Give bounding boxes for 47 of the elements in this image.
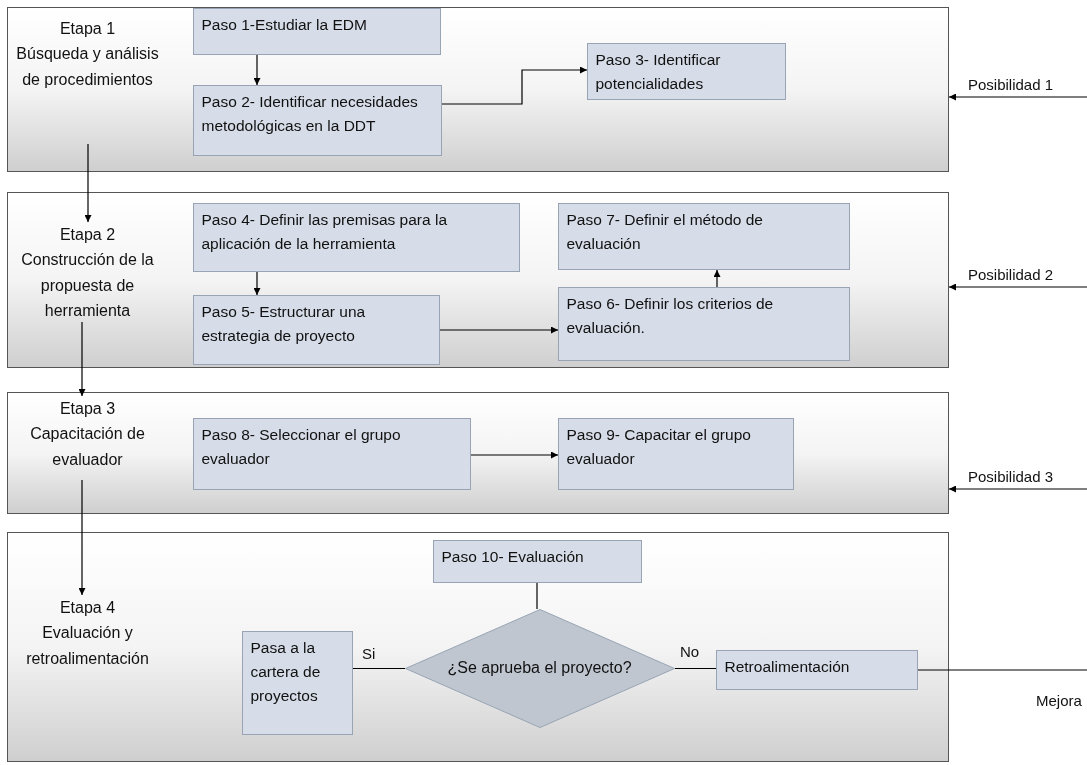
arrow bbox=[948, 283, 1087, 291]
arrow bbox=[253, 54, 261, 86]
stage-band bbox=[7, 192, 949, 368]
arrow bbox=[84, 143, 92, 223]
connector-line bbox=[674, 667, 717, 670]
stage-title: Construcción de la propuesta de herramienta bbox=[20, 250, 155, 322]
process-box: Pasa a la cartera de proyectos bbox=[241, 630, 353, 735]
arrow bbox=[441, 66, 588, 105]
arrow bbox=[948, 93, 1087, 101]
arrow bbox=[439, 326, 559, 334]
arrow bbox=[78, 321, 86, 397]
decision-diamond: ¿Se aprueba el proyecto? bbox=[404, 608, 675, 728]
arrow bbox=[253, 271, 261, 296]
process-box: Paso 6- Definir los criterios de evaluación. bbox=[557, 286, 850, 361]
arrow bbox=[948, 485, 1087, 493]
arrow bbox=[713, 269, 721, 288]
edge-label: Posibilidad 3 bbox=[968, 468, 1054, 485]
process-box: Paso 4- Definir las premisas para la aplicación de la herramienta bbox=[192, 202, 520, 272]
arrow bbox=[470, 451, 559, 459]
process-box: Paso 5- Estructurar una estrategia de proyecto bbox=[192, 294, 440, 365]
connector-line bbox=[352, 667, 406, 670]
process-box: Paso 8- Seleccionar el grupo evaluador bbox=[192, 417, 471, 490]
stage-title: Evaluación y retroalimentación bbox=[25, 623, 150, 669]
process-box: Paso 10- Evaluación bbox=[432, 539, 642, 583]
stage-band bbox=[7, 392, 949, 514]
stage-band bbox=[7, 7, 949, 172]
arrow bbox=[78, 479, 86, 596]
process-box: Retroalimentación bbox=[715, 649, 918, 690]
stage-band bbox=[7, 532, 949, 762]
process-box: Paso 7- Definir el método de evaluación bbox=[557, 202, 850, 270]
edge-label: No bbox=[680, 643, 700, 660]
process-box: Paso 2- Identificar necesidades metodológicas en la DDT bbox=[192, 84, 442, 156]
edge-label: Posibilidad 1 bbox=[968, 76, 1054, 93]
edge-label: Mejora bbox=[1036, 692, 1082, 709]
process-box: Paso 1-Estudiar la EDM bbox=[192, 7, 441, 55]
connector-line bbox=[917, 669, 1087, 671]
edge-label: Posibilidad 2 bbox=[968, 266, 1054, 283]
stage-heading: Etapa 4 bbox=[58, 597, 117, 618]
stage-title: Capacitación de evaluador bbox=[29, 424, 146, 470]
process-box: Paso 9- Capacitar el grupo evaluador bbox=[557, 417, 794, 490]
connector-line bbox=[536, 582, 538, 610]
stage-heading: Etapa 3 bbox=[58, 398, 117, 419]
stage-heading: Etapa 2 bbox=[58, 224, 117, 245]
stage-title: Búsqueda y análisis de procedimientos bbox=[15, 44, 160, 90]
stage-heading: Etapa 1 bbox=[58, 18, 117, 39]
process-box: Paso 3- Identificar potencialidades bbox=[586, 42, 786, 100]
edge-label: Si bbox=[362, 645, 376, 662]
